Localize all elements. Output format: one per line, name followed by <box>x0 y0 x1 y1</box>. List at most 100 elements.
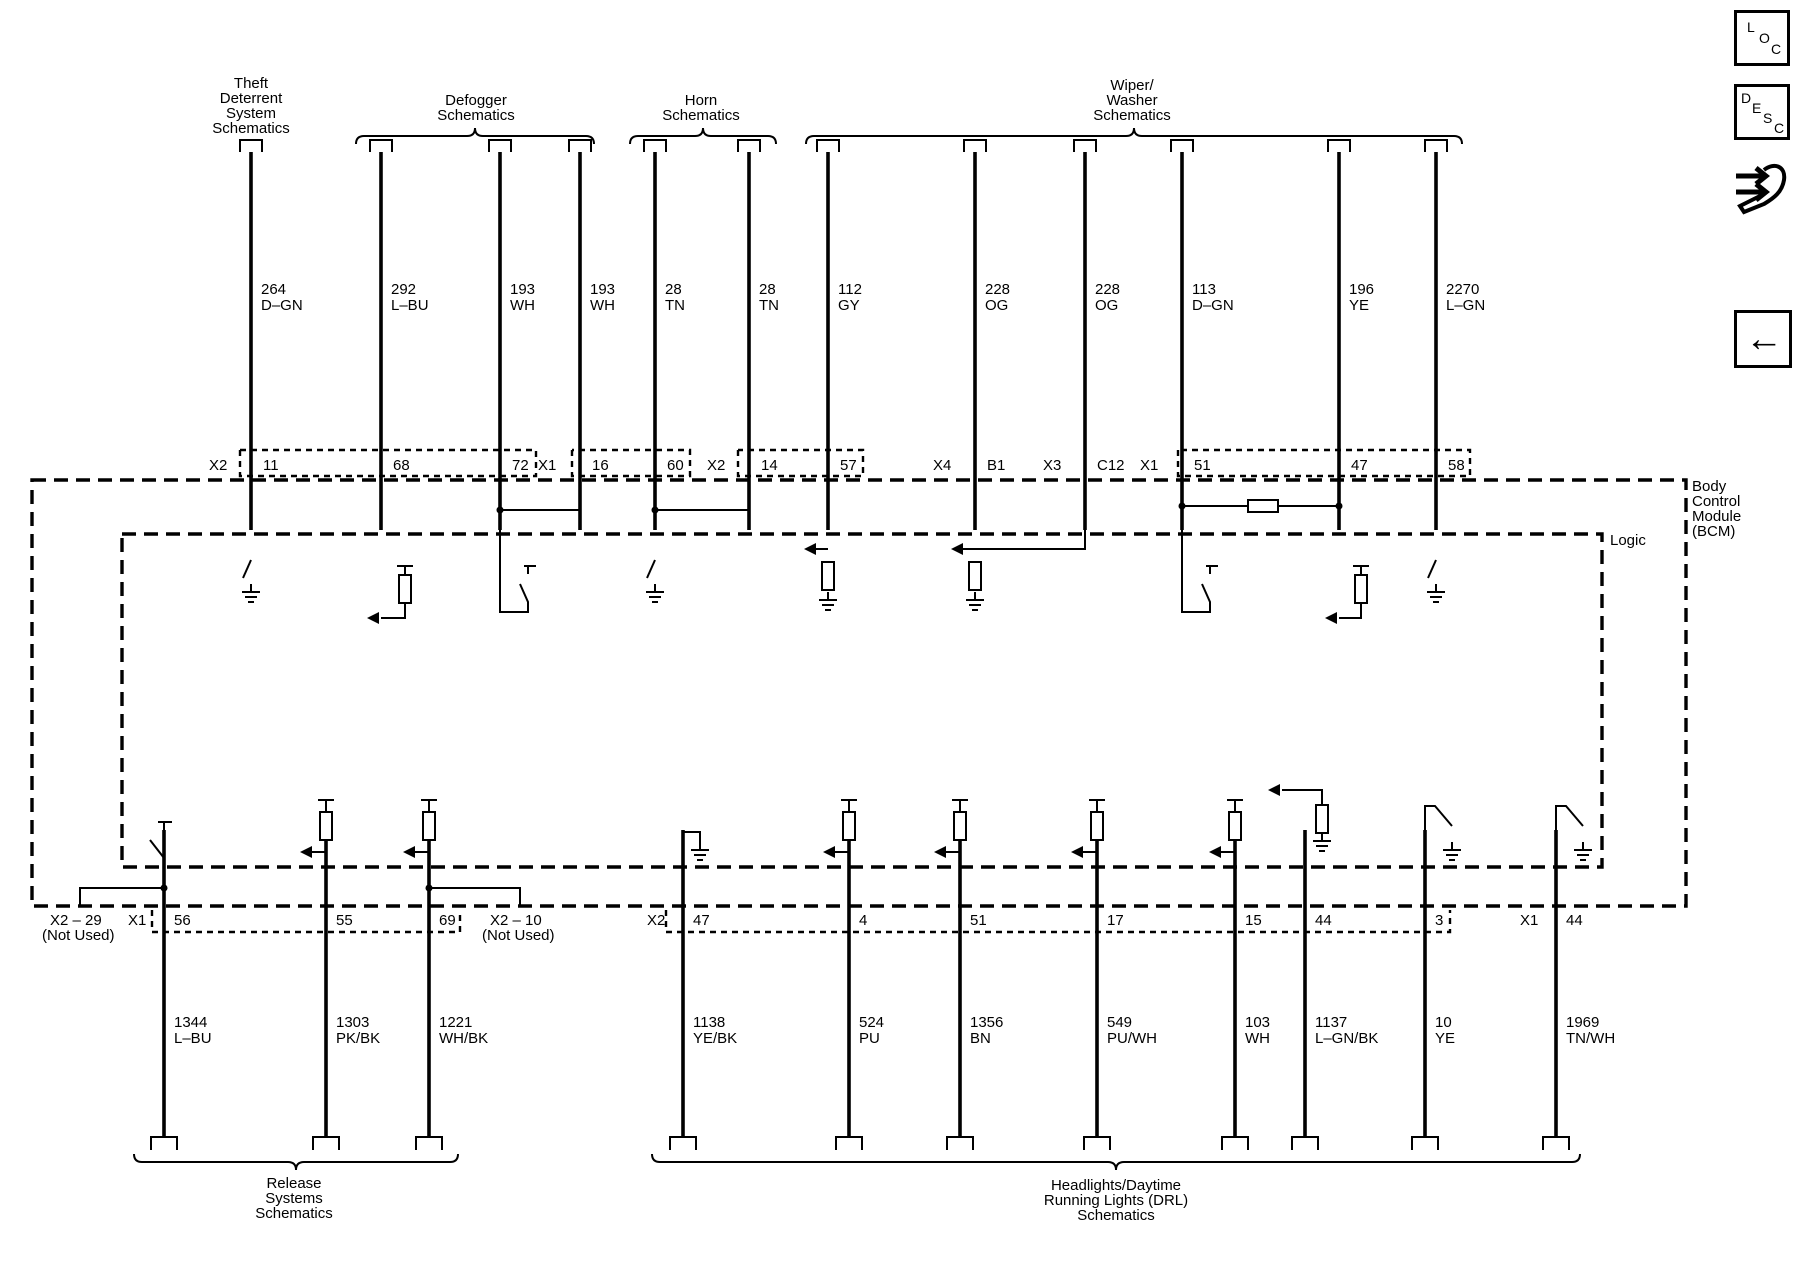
wire-color-code: OG <box>985 297 1008 314</box>
wire-color-code: PK/BK <box>336 1030 380 1047</box>
junction-dot <box>651 506 659 514</box>
group-brace <box>355 127 595 145</box>
unused-pin-1: X2 – 29 <box>50 912 102 929</box>
bcm-label-line-2: Control <box>1692 493 1740 510</box>
back-button[interactable]: ← <box>1734 310 1792 368</box>
fuse-symbol <box>1247 499 1279 513</box>
bcm-label-line-3: Module <box>1692 508 1741 525</box>
pullup-top <box>952 799 968 812</box>
top-connector-symbol <box>643 139 667 152</box>
switch-loop <box>1181 530 1211 613</box>
top-connector-symbol <box>568 139 592 152</box>
resistor-symbol <box>398 574 412 604</box>
wire-color-code: D–GN <box>261 297 303 314</box>
group-label-line: System <box>226 105 276 122</box>
wire-color-code: WH <box>590 297 615 314</box>
switch-symbol <box>1427 559 1437 579</box>
group-brace <box>651 1153 1581 1171</box>
connector-id: X1 <box>1520 912 1538 929</box>
bottom-connector-symbol <box>835 1136 863 1150</box>
pin-number: 47 <box>693 912 710 929</box>
unused-pin-2: X2 – 10 <box>490 912 542 929</box>
group-label-line: Systems <box>265 1190 323 1207</box>
resistor-top <box>397 565 413 575</box>
group-label-line: Headlights/Daytime <box>1051 1177 1181 1194</box>
pullup-top <box>1089 799 1105 812</box>
desc-letter-e: E <box>1752 100 1762 116</box>
group-label-line: Defogger <box>445 92 507 109</box>
group-brace <box>133 1153 459 1171</box>
pin-number: 56 <box>174 912 191 929</box>
group-label-line: Theft <box>234 75 269 92</box>
top-connector-symbol <box>369 139 393 152</box>
input-arrow <box>1325 612 1337 624</box>
pullup-link <box>1083 840 1098 853</box>
switch-symbol <box>242 559 252 579</box>
og-link <box>975 530 1086 550</box>
bottom-connector-boxes <box>150 910 1452 934</box>
connector-id: X4 <box>933 457 951 474</box>
back-arrow-icon: ← <box>1745 318 1783 360</box>
ground-symbol <box>1443 842 1461 861</box>
location-button[interactable]: L O C <box>1734 10 1790 66</box>
group-label-line: Horn <box>685 92 718 109</box>
unused-pin-hook <box>429 887 521 906</box>
input-arrow <box>1268 784 1280 796</box>
pin-number: 47 <box>1351 457 1368 474</box>
bottom-connector-symbol <box>415 1136 443 1150</box>
wire-color-code: L–GN/BK <box>1315 1030 1378 1047</box>
wire-circuit-number: 292 <box>391 281 416 298</box>
bottom-connector-symbol <box>1542 1136 1570 1150</box>
group-label-line: Washer <box>1106 92 1157 109</box>
group-label-line: Deterrent <box>220 90 283 107</box>
switch-symbol <box>1424 805 1453 830</box>
unused-pin-1-note: (Not Used) <box>42 927 115 944</box>
pin-number: 51 <box>970 912 987 929</box>
description-button[interactable]: D E S C <box>1734 84 1790 140</box>
sense-link <box>1305 789 1323 805</box>
wire-color-code: WH <box>1245 1030 1270 1047</box>
pullup-top <box>421 799 437 812</box>
resistor-top <box>1353 565 1369 575</box>
bcm-label-line-4: (BCM) <box>1692 523 1735 540</box>
input-arrow <box>367 612 379 624</box>
wire-circuit-number: 1137 <box>1315 1014 1347 1031</box>
wire-color-code: YE <box>1349 297 1369 314</box>
wire-circuit-number: 113 <box>1192 281 1216 298</box>
bottom-connector-symbol <box>150 1136 178 1150</box>
resistor-symbol <box>821 561 835 591</box>
pullup-link <box>835 840 850 853</box>
pin-number: 60 <box>667 457 684 474</box>
wrench-arrows-icon[interactable] <box>1734 158 1790 220</box>
pin-number: 17 <box>1107 912 1124 929</box>
wire-color-code: TN <box>759 297 779 314</box>
release-switch <box>149 821 172 888</box>
bottom-connector-symbol <box>1221 1136 1249 1150</box>
pin-number: 69 <box>439 912 456 929</box>
group-label-line: Running Lights (DRL) <box>1044 1192 1188 1209</box>
unused-pin-2-note: (Not Used) <box>482 927 555 944</box>
wire-circuit-number: 549 <box>1107 1014 1132 1031</box>
bottom-connector-symbol <box>312 1136 340 1150</box>
connector-id: X1 <box>538 457 556 474</box>
pin-number: 3 <box>1435 912 1443 929</box>
pullup-link <box>1221 840 1236 853</box>
resistor-symbol <box>1354 574 1368 604</box>
switch-symbol <box>1555 805 1584 830</box>
group-label-line: Schematics <box>437 107 515 124</box>
wire-color-code: L–GN <box>1446 297 1485 314</box>
top-connector-symbol <box>1424 139 1448 152</box>
